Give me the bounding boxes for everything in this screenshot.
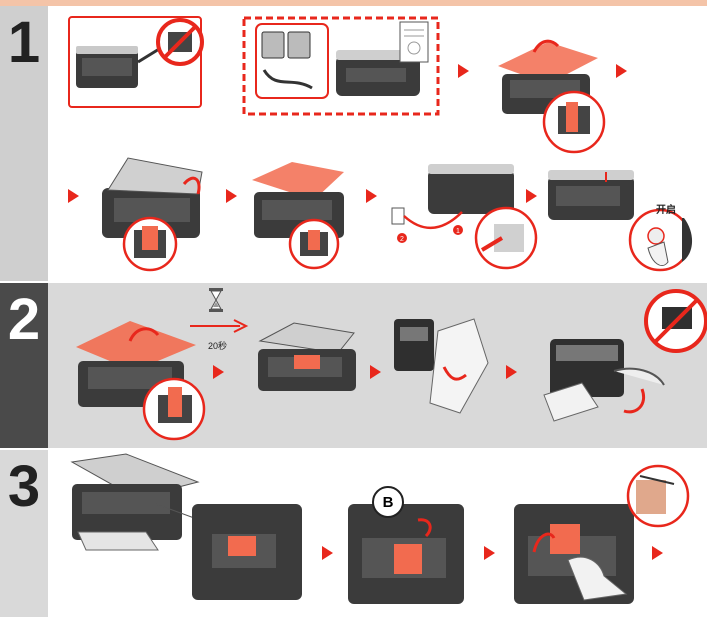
next-step-arrow-icon — [506, 365, 517, 379]
remove-protective-material-illustration — [102, 157, 203, 272]
step-number: 2 — [0, 283, 48, 448]
step-1-section: 1 — [0, 6, 707, 281]
next-step-arrow-icon — [322, 546, 333, 560]
wait-time-label: 20秒 — [208, 341, 228, 351]
remove-tape-illustration — [498, 39, 606, 154]
print-head-lock-lever-illustration: B — [348, 486, 464, 604]
power-on-illustration — [548, 170, 693, 272]
open-scanner-illustration — [76, 321, 206, 441]
next-step-arrow-icon — [370, 365, 381, 379]
step-3-content: B — [48, 450, 707, 617]
print-head-holder-illustration — [258, 322, 356, 391]
next-step-arrow-icon — [68, 189, 79, 203]
close-scanner-illustration — [252, 162, 344, 270]
box-contents-illustration — [242, 16, 440, 116]
top-header-bar — [0, 0, 707, 6]
next-step-arrow-icon — [616, 64, 627, 78]
next-step-arrow-icon — [458, 64, 469, 78]
wait-arrow-icon — [190, 319, 249, 333]
next-step-arrow-icon — [226, 189, 237, 203]
install-print-head-illustration — [514, 464, 690, 604]
ink-cartridge-unpack-illustration — [394, 318, 489, 414]
step-1-content: 2 1 开启 — [48, 6, 707, 281]
step-3-section: 3 B — [0, 450, 707, 617]
step-2-content: 20秒 — [48, 283, 707, 448]
printer-open-overview-illustration — [70, 453, 302, 600]
next-step-arrow-icon — [366, 189, 377, 203]
cable-marker-2: 2 — [400, 236, 404, 243]
cable-marker-1: 1 — [456, 228, 460, 235]
power-on-label: 开启 — [656, 205, 676, 216]
step-number: 3 — [0, 450, 48, 617]
hourglass-icon — [209, 288, 223, 312]
do-not-connect-illustration — [68, 16, 204, 108]
next-step-arrow-icon — [484, 546, 495, 560]
next-step-arrow-icon — [213, 365, 224, 379]
next-step-arrow-icon — [526, 189, 537, 203]
remove-cartridge-tape-illustration — [543, 289, 707, 422]
connect-power-cord-illustration: 2 1 — [391, 164, 538, 270]
step-2-section: 2 20秒 — [0, 283, 707, 448]
marker-b-label: B — [383, 494, 394, 511]
next-step-arrow-icon — [652, 546, 663, 560]
step-number: 1 — [0, 6, 48, 281]
